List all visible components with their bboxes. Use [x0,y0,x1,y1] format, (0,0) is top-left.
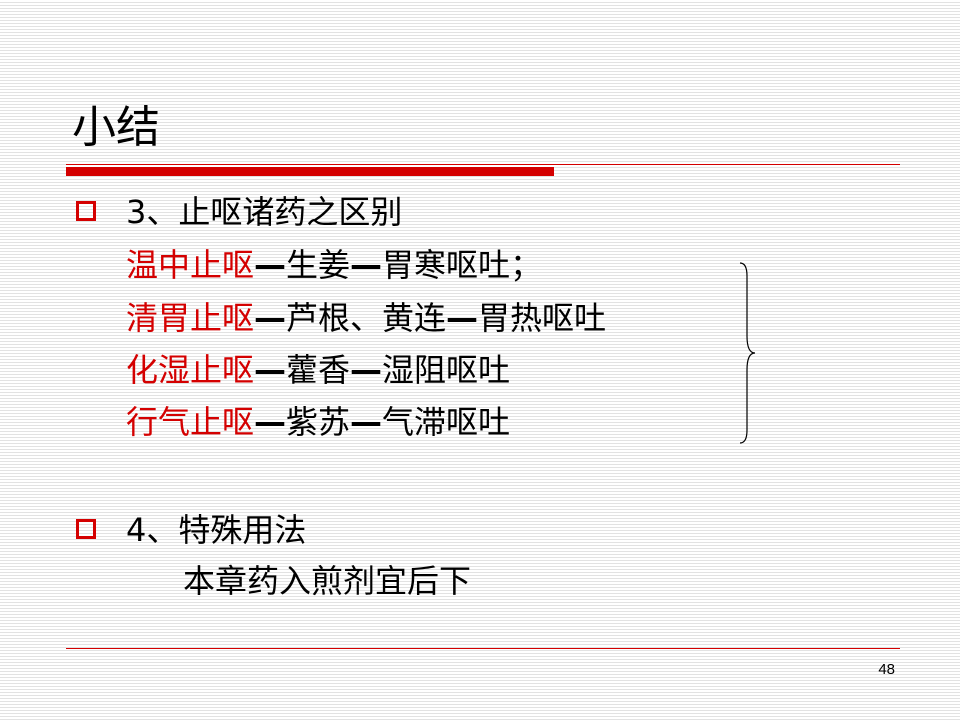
bullet-section-3: 3、止呕诸药之区别 [76,192,402,232]
title-underline-thin [66,164,900,165]
item-dash: — [350,246,383,284]
item-herb: 紫苏 [286,403,351,441]
item-herb: 生姜 [286,246,351,284]
page-number: 48 [878,661,895,678]
list-item: 温中止呕—生姜—胃寒呕吐； [126,245,542,285]
square-bullet-icon [76,201,96,221]
item-dash: — [254,246,287,284]
special-usage-note: 本章药入煎剂宜后下 [183,562,472,600]
item-indication: 胃寒呕吐； [382,246,543,284]
item-herb: 芦根、黄连 [286,299,447,337]
list-item: 化湿止呕—藿香—湿阻呕吐 [126,350,510,390]
section-4-heading: 4、特殊用法 [126,511,307,549]
list-item: 行气止呕—紫苏—气滞呕吐 [126,402,510,442]
footer-rule [66,648,900,649]
item-category: 行气止呕 [126,403,255,441]
item-dash: — [446,299,479,337]
item-indication: 湿阻呕吐 [382,351,511,389]
right-brace-icon [739,262,756,444]
title-underline-thick [66,167,554,176]
item-category: 化湿止呕 [126,351,255,389]
item-category: 温中止呕 [126,246,255,284]
item-herb: 藿香 [286,351,351,389]
item-dash: — [254,299,287,337]
square-bullet-icon [76,519,96,539]
section-3-heading: 3、止呕诸药之区别 [126,193,403,231]
item-indication: 气滞呕吐 [382,403,511,441]
item-indication: 胃热呕吐 [478,299,607,337]
item-dash: — [350,351,383,389]
item-category: 清胃止呕 [126,299,255,337]
list-item: 清胃止呕—芦根、黄连—胃热呕吐 [126,298,606,338]
item-dash: — [254,351,287,389]
item-dash: — [254,403,287,441]
item-dash: — [350,403,383,441]
bullet-section-4: 4、特殊用法 [76,510,306,550]
slide-title: 小结 [72,102,160,153]
